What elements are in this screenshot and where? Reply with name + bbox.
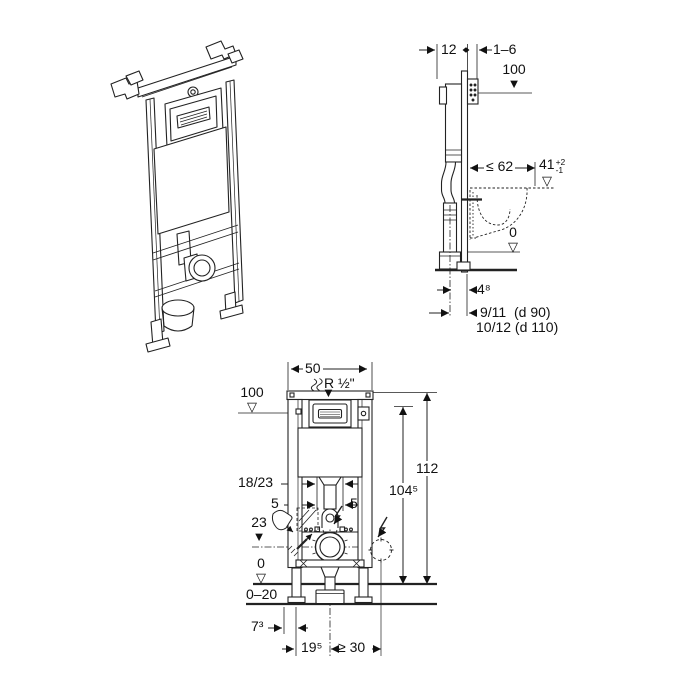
dim-195: 19⁵ (301, 639, 323, 655)
concealed-cistern (297, 427, 363, 478)
level-marker-open: ▽ (256, 569, 266, 585)
lower-funnel (320, 566, 340, 578)
water-connection-label: R ½" (324, 375, 355, 391)
wall-bracket-left (110, 70, 144, 100)
level-marker-filled: ▼ (507, 75, 521, 91)
flush-plate-protector (466, 78, 479, 105)
dim-frame-width: 50 (303, 360, 323, 376)
level-0-front: 0 ▽ (256, 555, 266, 585)
floor-drain-socket (315, 589, 345, 605)
dim-wall-finish: 1–6 (493, 41, 517, 57)
flush-funnel (318, 476, 342, 486)
service-area (296, 507, 319, 532)
dim-offset-5-left: 5 (271, 495, 279, 511)
drain-elbow (188, 254, 216, 282)
dim-ge30: ≥ 30 (338, 639, 366, 655)
dim-drain-d110: 10/12 (d 110) (476, 319, 559, 335)
electrical-connection-box (368, 537, 394, 563)
dim-offset-5-right: 5 (350, 495, 358, 511)
dim-floor-range: 0–20 (246, 586, 278, 602)
lightning-icon-electrical (377, 516, 388, 538)
level-marker-filled: ▼ (252, 528, 266, 544)
dim-48: 4⁸ (477, 281, 491, 297)
dim-bowl-height: 41 +2 -1 (539, 156, 566, 175)
frame-rail-profile (460, 70, 469, 273)
wrench-icon (287, 533, 313, 557)
level-marker-open: ▽ (508, 238, 518, 254)
drain-collar (161, 299, 195, 332)
dim-drain-d90: 9/11 (d 90) (480, 304, 551, 320)
wall-bracket-right (205, 40, 244, 64)
level-marker-open-41: ▽ (542, 173, 552, 188)
level-100-front: 100 ▽ (240, 384, 264, 414)
flush-plate-window (308, 399, 352, 428)
level-23: 23 ▼ (251, 514, 267, 544)
isometric-view (110, 40, 244, 353)
level-100-side: 100 ▼ (502, 61, 526, 91)
dim-pipe-depth: 18/23 (238, 474, 274, 490)
water-supply-icon (310, 378, 323, 392)
dim-total-height: 112 (414, 460, 441, 476)
frame-rail-left (287, 398, 303, 569)
level-marker-open: ▽ (247, 398, 257, 414)
frame-rail-right (357, 398, 373, 569)
dim-73: 7³ (251, 618, 264, 634)
hand-protection-icon (271, 509, 294, 533)
dim-frame-depth: 12 (441, 41, 457, 57)
lightning-icon (333, 505, 343, 525)
dim-max-width: ≤ 62 (484, 158, 516, 174)
front-view (238, 362, 437, 656)
dim-plate-height: 104⁵ (387, 482, 421, 498)
level-0-side: 0 ▽ (508, 224, 518, 254)
cistern (153, 126, 230, 235)
tolerance-stack: +2 -1 (555, 157, 566, 175)
frame-feet (145, 291, 244, 353)
adjustable-feet (287, 567, 373, 604)
side-view (419, 44, 555, 317)
flush-bend (440, 161, 457, 204)
water-connection-marker: ▼ (322, 385, 335, 400)
wc-outlet-flange (312, 529, 348, 565)
